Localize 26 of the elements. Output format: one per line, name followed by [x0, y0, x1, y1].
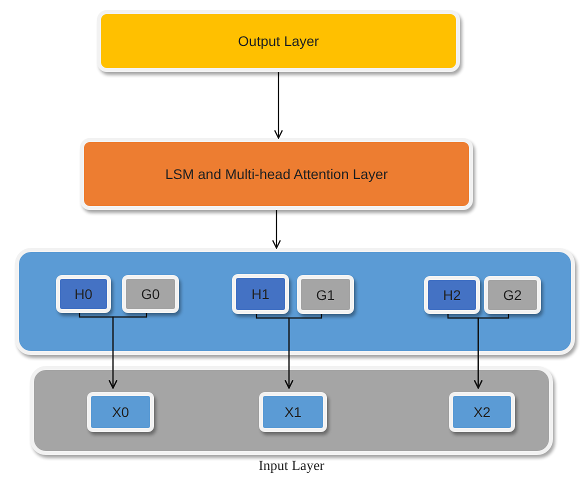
node-label: G0	[141, 286, 160, 302]
arrow	[272, 210, 281, 249]
unit-box	[122, 275, 179, 313]
layer-label: Input Layer	[258, 459, 326, 475]
node-label: Output Layer	[238, 33, 319, 49]
node-label: X0	[112, 404, 130, 420]
layer-box	[80, 138, 473, 210]
node-label: H1	[252, 286, 270, 302]
node-label: H2	[443, 287, 461, 303]
unit-box	[449, 392, 515, 432]
layer-band	[15, 248, 575, 355]
node-label: X2	[473, 404, 491, 420]
node-label: G1	[316, 286, 335, 302]
node-label: G2	[503, 287, 522, 303]
arrow	[274, 72, 283, 139]
unit-box	[87, 392, 154, 432]
unit-box	[259, 392, 327, 432]
layer-box	[97, 10, 460, 72]
unit-box	[56, 275, 111, 313]
unit-box	[297, 275, 354, 314]
node-label: X1	[284, 404, 302, 420]
unit-box	[484, 276, 541, 314]
node-label: H0	[74, 286, 92, 302]
node-label: LSM and Multi-head Attention Layer	[165, 166, 388, 182]
unit-box	[424, 276, 480, 314]
unit-box	[232, 274, 289, 314]
